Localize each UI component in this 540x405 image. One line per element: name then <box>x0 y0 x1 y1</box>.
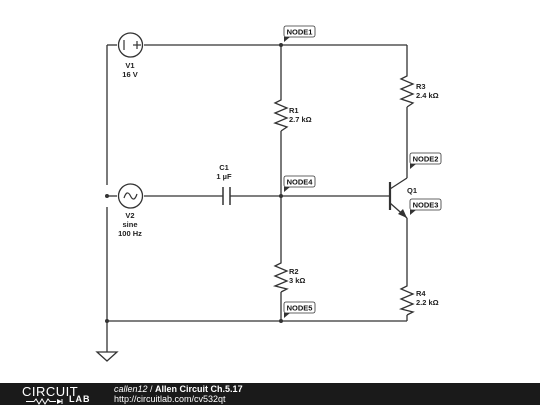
wires <box>106 44 408 352</box>
r3-resistor[interactable] <box>399 73 415 108</box>
node1-label: NODE1 <box>287 28 313 37</box>
v2-value-label: 100 Hz <box>118 229 142 238</box>
node2-label: NODE2 <box>413 155 439 164</box>
v2-sine-source[interactable] <box>117 183 144 209</box>
q1-npn-transistor[interactable] <box>388 177 408 219</box>
node5-tag[interactable]: NODE5 <box>283 301 316 318</box>
q1-name-label: Q1 <box>407 186 417 195</box>
r4-name-label: R4 <box>416 289 426 298</box>
r2-value-label: 3 kΩ <box>289 276 305 285</box>
circuit-schematic: V1 16 V V2 sine 100 Hz C1 1 µF R1 2.7 kΩ… <box>95 25 442 362</box>
r2-name-label: R2 <box>289 267 299 276</box>
ground-symbol <box>95 351 119 362</box>
r4-value-label: 2.2 kΩ <box>416 298 439 307</box>
c1-name-label: C1 <box>219 163 229 172</box>
node4-tag[interactable]: NODE4 <box>283 175 316 192</box>
credit-separator: / <box>147 384 156 394</box>
r2-resistor[interactable] <box>272 260 289 293</box>
v2-name-label: V2 <box>125 211 134 220</box>
r3-name-label: R3 <box>416 82 426 91</box>
circuit-credit: callen12 / Allen Circuit Ch.5.17 <box>114 384 243 394</box>
node1-tag[interactable]: NODE1 <box>283 25 316 42</box>
r1-name-label: R1 <box>289 106 299 115</box>
logo-resistor-icon <box>26 398 63 405</box>
circuit-title[interactable]: Allen Circuit Ch.5.17 <box>155 384 243 394</box>
circuit-url-link[interactable]: http://circuitlab.com/cv532qt <box>114 394 226 404</box>
v1-value-label: 16 V <box>122 70 137 79</box>
node2-tag[interactable]: NODE2 <box>409 152 442 169</box>
junction-dots <box>105 43 283 323</box>
v1-dc-source[interactable] <box>117 32 144 58</box>
logo-lab-text: LAB <box>69 394 91 404</box>
r4-resistor[interactable] <box>398 283 415 316</box>
v2-type-label: sine <box>122 220 137 229</box>
node3-tag[interactable]: NODE3 <box>409 198 442 215</box>
node3-label: NODE3 <box>413 201 439 210</box>
r3-value-label: 2.4 kΩ <box>416 91 439 100</box>
r1-resistor[interactable] <box>273 97 289 132</box>
c1-value-label: 1 µF <box>216 172 232 181</box>
logo-circuit-text: CIRCUIT <box>22 384 79 399</box>
author-name[interactable]: callen12 <box>114 384 148 394</box>
v1-name-label: V1 <box>125 61 134 70</box>
node5-label: NODE5 <box>287 304 313 313</box>
node4-label: NODE4 <box>287 178 314 187</box>
footer-bar: CIRCUIT LAB callen12 / Allen Circuit Ch.… <box>0 383 540 405</box>
c1-capacitor[interactable] <box>222 187 231 205</box>
circuitlab-logo[interactable]: CIRCUIT LAB <box>22 384 102 405</box>
r1-value-label: 2.7 kΩ <box>289 115 312 124</box>
